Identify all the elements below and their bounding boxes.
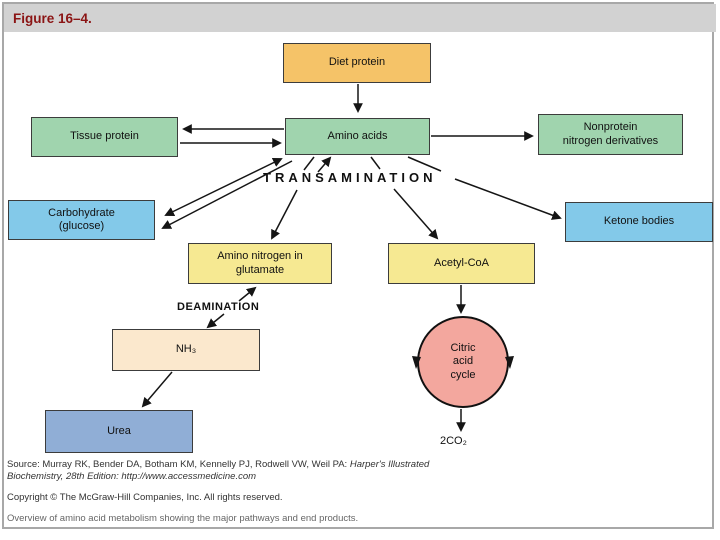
source-book-title: Harper's Illustrated Biochemistry, 28th … (7, 459, 430, 483)
box-acetyl-coa: Acetyl-CoA (388, 243, 535, 284)
box-ketone-bodies-label: Ketone bodies (603, 215, 675, 228)
box-ammonia-label: NH₃ (175, 343, 197, 356)
copyright-text: Copyright © The McGraw-Hill Companies, I… (7, 491, 283, 503)
arrow-deamination-to-glutamate (238, 286, 257, 302)
arrow-carbohydrate-amino-bidirectional (164, 158, 283, 216)
box-nonprotein-nitrogen-derivatives: Nonprotein nitrogen derivatives (538, 114, 683, 155)
source-line: Source: Murray RK, Bender DA, Botham KM,… (7, 459, 431, 484)
citric-acid-cycle-label: Citric acid cycle (450, 341, 476, 381)
box-tissue-protein-label: Tissue protein (70, 130, 139, 143)
box-tissue-protein: Tissue protein (31, 117, 178, 157)
arrow-deamination-to-nh3 (206, 313, 225, 329)
box-urea: Urea (45, 410, 193, 453)
box-amino-acids: Amino acids (285, 118, 430, 155)
arrow-transamination-to-acetyl-coa (393, 188, 439, 240)
co2-label: 2CO₂ (440, 435, 467, 447)
box-carbohydrate-label: Carbohydrate (glucose) (48, 206, 115, 232)
arrow-nh3-to-urea (141, 371, 173, 408)
box-ammonia: NH₃ (112, 329, 260, 371)
transamination-label: TRANSAMINATION (263, 170, 437, 185)
box-carbohydrate-glucose: Carbohydrate (glucose) (8, 200, 155, 240)
box-nonprotein-label: Nonprotein nitrogen derivatives (562, 121, 659, 147)
figure-title: Figure 16–4. (13, 10, 92, 26)
deamination-label: DEAMINATION (177, 301, 260, 313)
line-amino-to-ketone-upper (407, 156, 442, 172)
box-diet-protein-label: Diet protein (328, 56, 386, 69)
figure-title-bar: Figure 16–4. (4, 4, 716, 32)
figure-credits: Source: Murray RK, Bender DA, Botham KM,… (7, 459, 431, 525)
box-amino-nitrogen-in-glutamate: Amino nitrogen in glutamate (188, 243, 332, 284)
source-text: Source: Murray RK, Bender DA, Botham KM,… (7, 459, 350, 470)
arrow-transamination-to-glutamate (271, 189, 298, 240)
line-amino-to-glutamate-upper (303, 156, 315, 171)
box-glutamate-label: Amino nitrogen in glutamate (217, 250, 303, 276)
box-urea-label: Urea (107, 424, 131, 437)
citric-acid-cycle-circle: Citric acid cycle (417, 316, 509, 408)
box-diet-protein: Diet protein (283, 43, 431, 83)
box-amino-acids-label: Amino acids (327, 129, 388, 142)
box-ketone-bodies: Ketone bodies (565, 202, 713, 242)
line-amino-to-acetyl-upper (370, 156, 381, 170)
figure-caption: Overview of amino acid metabolism showin… (7, 513, 359, 525)
arrow-amino-to-ketone-bodies (454, 178, 562, 220)
box-acetyl-coa-label: Acetyl-CoA (433, 256, 490, 269)
